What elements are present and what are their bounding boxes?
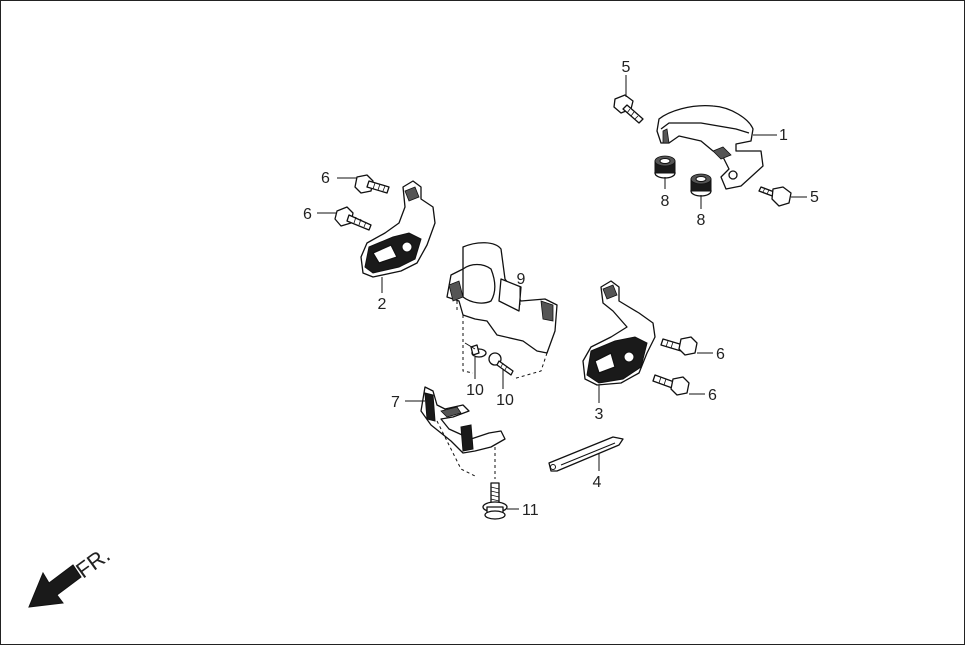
- part-6-bolt-left-upper[interactable]: [354, 174, 390, 194]
- part-1-cover-bracket[interactable]: [656, 105, 764, 190]
- part-5-bolt-top[interactable]: [613, 94, 644, 124]
- part-8-grommet-a[interactable]: [654, 155, 676, 179]
- callout-6-right-lower: 6: [708, 387, 717, 404]
- leader-lines: [317, 75, 807, 510]
- callout-5-right: 5: [810, 189, 819, 206]
- part-9-center-cover[interactable]: [446, 242, 558, 354]
- callout-1: 1: [779, 127, 788, 144]
- callout-6-left-lower: 6: [303, 206, 312, 223]
- part-4-strap[interactable]: [548, 436, 624, 472]
- callout-11: 11: [522, 502, 539, 519]
- callout-5-top: 5: [622, 59, 631, 76]
- part-8-grommet-b[interactable]: [690, 173, 712, 197]
- callout-3: 3: [595, 406, 604, 423]
- front-direction-arrow-icon: [28, 564, 82, 608]
- callout-9: 9: [517, 271, 526, 288]
- part-6-bolt-right-upper[interactable]: [660, 336, 698, 356]
- callout-6-right-upper: 6: [716, 346, 725, 363]
- part-10-screw-a[interactable]: [464, 342, 487, 358]
- part-3-right-bracket[interactable]: [582, 280, 656, 386]
- callout-4: 4: [593, 474, 602, 491]
- part-11-bolt[interactable]: [482, 482, 508, 520]
- part-7-lower-bracket[interactable]: [420, 386, 506, 454]
- part-5-bolt-right[interactable]: [758, 186, 792, 207]
- callout-7: 7: [391, 394, 400, 411]
- part-6-bolt-left-lower[interactable]: [334, 206, 372, 231]
- part-10-screw-b[interactable]: [488, 352, 514, 376]
- callout-2: 2: [378, 296, 387, 313]
- callout-10-left: 10: [466, 382, 484, 399]
- callout-8-right: 8: [697, 212, 706, 229]
- callout-10-right: 10: [496, 392, 514, 409]
- callout-8-left: 8: [661, 193, 670, 210]
- part-6-bolt-right-lower[interactable]: [652, 374, 690, 396]
- callout-6-left-upper: 6: [321, 170, 330, 187]
- part-2-left-bracket[interactable]: [360, 180, 436, 278]
